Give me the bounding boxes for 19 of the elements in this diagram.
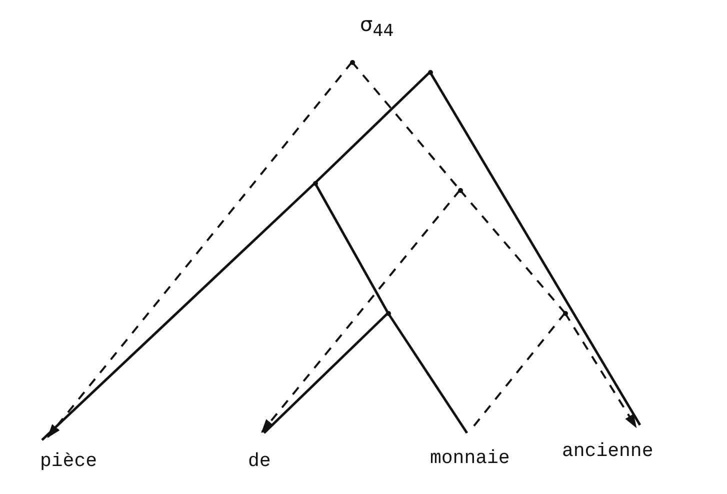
tree-branch <box>41 182 316 441</box>
arrow <box>47 61 353 438</box>
tree-label: σ$_{44}$ <box>360 12 394 40</box>
leaf-word: de <box>248 450 271 472</box>
branch-junction <box>386 310 390 316</box>
branch-junction <box>350 60 354 64</box>
tree-branch <box>386 312 468 434</box>
branch-junction <box>562 310 568 316</box>
tree-branch <box>263 312 389 434</box>
leaf-word: pièce <box>40 450 98 472</box>
tree-branch <box>314 71 431 184</box>
branch-junction <box>428 70 432 74</box>
leaf-word: monnaie <box>430 447 510 469</box>
branch-junction <box>312 180 318 186</box>
arrow <box>261 189 461 434</box>
tree-branch <box>428 71 642 426</box>
leaf-word: ancienne <box>562 440 654 462</box>
branch-junction <box>458 188 462 192</box>
tree-branch <box>459 189 566 314</box>
